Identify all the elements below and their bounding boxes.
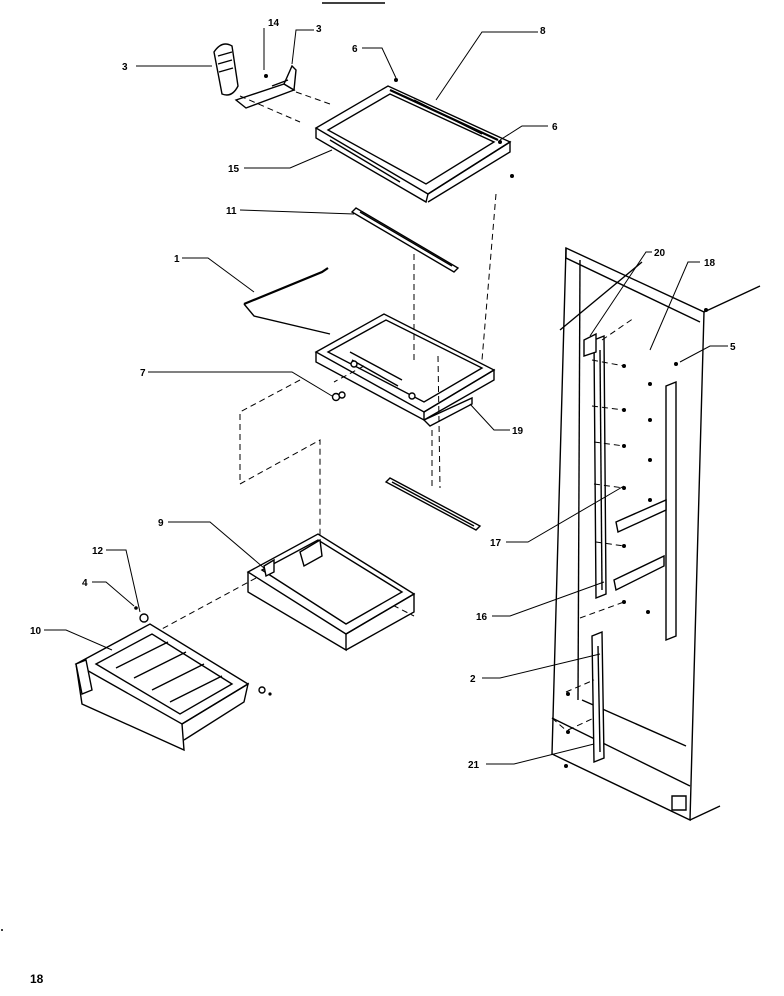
callout-1: 1 [174,254,180,265]
callout-16: 16 [476,612,488,623]
cabinet-liner [551,246,761,822]
callout-6a: 6 [352,44,358,55]
callout-2: 2 [470,674,476,685]
callout-6b: 6 [552,122,558,133]
callout-3a: 3 [122,62,128,73]
part-15-top-shelf [314,78,514,204]
callout-8: 8 [540,26,546,37]
callout-15: 15 [228,164,240,175]
callout-14: 14 [268,18,280,29]
callout-20: 20 [654,248,666,259]
cabinet-braces [613,498,667,592]
part-9-crisper-tray [246,533,416,652]
part-16-track [593,334,677,642]
callout-11: 11 [226,206,237,217]
callout-labels: 3 14 3 6 8 6 15 11 1 7 19 9 12 4 10 20 1… [30,18,736,771]
callout-19: 19 [512,426,524,437]
callout-17: 17 [490,538,502,549]
callout-7: 7 [140,368,146,379]
part-10-crisper-drawer [74,623,250,752]
part-1-rod [243,267,331,335]
callout-12: 12 [92,546,104,557]
part-11-rail [350,207,460,273]
liner-dashes [551,317,635,733]
part-12-stop [139,613,149,623]
bracket-dash [239,91,331,123]
callout-9: 9 [158,518,164,529]
callout-10: 10 [30,626,42,637]
page-number: 18 [30,972,44,986]
part-19-middle-shelf [314,313,496,427]
part-20-bracket [583,332,597,357]
part-4-screw [134,606,272,696]
part-17-lower-rail [384,477,482,531]
stray-mark [1,929,3,931]
callout-5: 5 [730,342,736,353]
part-3-bracket [234,64,297,109]
part-3-door [213,43,239,96]
callout-21: 21 [468,760,480,771]
part-21-track [591,630,605,764]
callout-4: 4 [82,578,88,589]
callout-3b: 3 [316,24,322,35]
callout-18: 18 [704,258,716,269]
part-7-clip [331,391,346,402]
leader-lines [44,28,728,765]
